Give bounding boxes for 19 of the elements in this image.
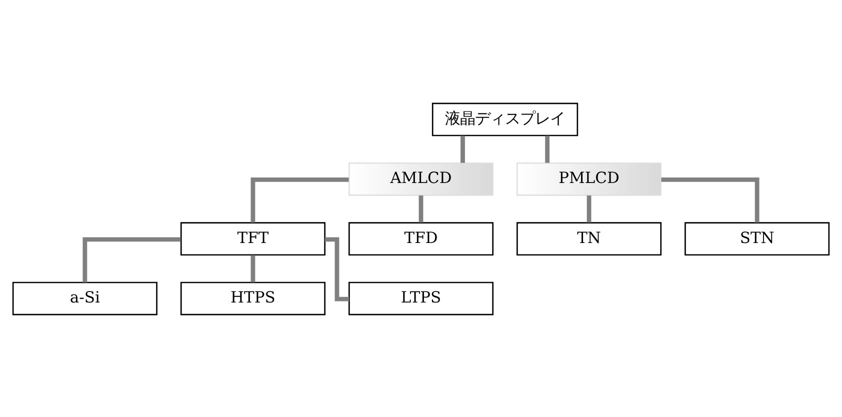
node-box: TFD	[348, 222, 494, 256]
connector	[250, 177, 349, 222]
node-box: a-Si	[12, 281, 158, 315]
connector	[250, 254, 256, 282]
node-box: HTPS	[180, 281, 326, 315]
node-box: LTPS	[348, 281, 494, 315]
connector	[661, 177, 760, 222]
connector	[324, 236, 350, 301]
node-box: TN	[516, 222, 662, 256]
node-box: STN	[684, 222, 830, 256]
node-box: AMLCD	[348, 162, 494, 196]
connector	[418, 194, 424, 222]
node-box: 液晶ディスプレイ	[432, 102, 578, 136]
connector	[586, 194, 592, 222]
node-box: PMLCD	[516, 162, 662, 196]
connector	[460, 135, 465, 162]
connector	[545, 135, 550, 162]
node-box: TFT	[180, 222, 326, 256]
connector	[82, 236, 181, 282]
